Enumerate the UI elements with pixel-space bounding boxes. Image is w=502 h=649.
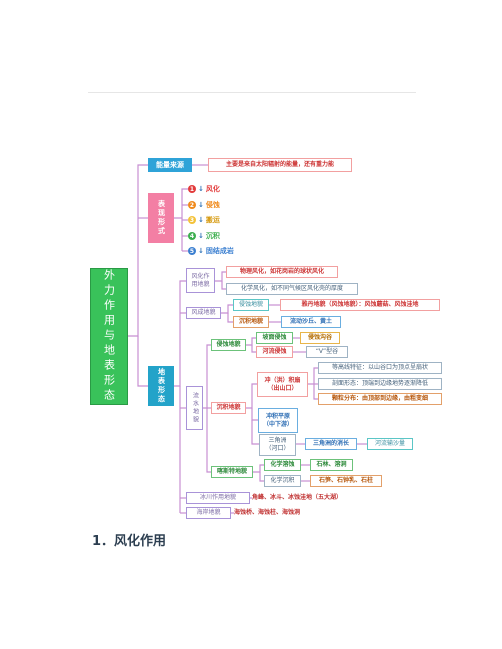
- wind-landform-node: 风成地貌: [186, 307, 221, 319]
- chemical-weathering: 化学风化，如不同气候区风化壳的厚度: [226, 283, 358, 295]
- wind-deposit-desc: 流动沙丘、黄土: [281, 316, 341, 328]
- karst-landform-node: 喀斯特地貌: [211, 466, 253, 478]
- root-topic: 外力作用与地表形态: [90, 268, 128, 405]
- fan-feature-particles: 颗粒分布：由顶部到边缘，由粗变细: [318, 393, 442, 405]
- slope-erosion-desc: 侵蚀沟谷: [300, 332, 340, 344]
- form-label: 沉积: [205, 232, 220, 240]
- slope-erosion-node: 坡面侵蚀: [256, 332, 293, 344]
- top-divider: [88, 92, 416, 93]
- chemical-deposit-node: 化学沉积: [264, 475, 301, 487]
- weathering-landform-node: 风化作用地貌: [186, 268, 215, 293]
- fan-feature-contour: 等高线特征：以山谷口为顶点呈扇状: [318, 362, 442, 374]
- arrow-down-icon: ↓: [198, 201, 204, 209]
- glacier-landform-node: 冰川作用地貌: [186, 492, 250, 504]
- arrow-down-icon: ↓: [198, 216, 204, 224]
- form-item-deposition: 4 ↓ 沉积: [188, 231, 220, 241]
- delta-node: 三角洲（河口）: [259, 434, 296, 456]
- fluvial-deposit-node: 沉积地貌: [211, 402, 246, 414]
- forms-node: 表现形式: [148, 193, 174, 243]
- section-heading: 1．风化作用: [92, 534, 167, 549]
- chemical-dissolution-node: 化学溶蚀: [264, 459, 301, 471]
- form-label: 搬运: [205, 216, 220, 224]
- surface-forms-node: 地表形态: [148, 366, 174, 406]
- number-badge: 2: [188, 201, 196, 209]
- number-badge: 1: [188, 185, 196, 193]
- physical-weathering: 物理风化，如花岗岩的球状风化: [226, 266, 338, 278]
- number-badge: 3: [188, 216, 196, 224]
- alluvial-plain-node: 冲积平原（中下游）: [258, 408, 298, 433]
- form-item-weathering: 1 ↓ 风化: [188, 184, 220, 194]
- arrow-down-icon: ↓: [198, 185, 204, 193]
- arrow-down-icon: ↓: [198, 247, 204, 255]
- coastal-landform-node: 海岸地貌: [186, 507, 231, 519]
- energy-source-node: 能量来源: [148, 158, 192, 172]
- wind-deposit-node: 沉积地貌: [233, 316, 269, 328]
- river-erosion-node: 河流侵蚀: [256, 346, 293, 358]
- delta-sediment-node: 河流输沙量: [367, 438, 413, 450]
- chemical-dissolution-desc: 石林、溶洞: [310, 459, 353, 471]
- form-label: 侵蚀: [205, 201, 220, 209]
- chemical-deposit-desc: 石笋、石钟乳、石柱: [310, 475, 382, 487]
- coastal-landform-desc: 海蚀桥、海蚀柱、海蚀洞: [234, 509, 301, 516]
- fluvial-erosion-node: 侵蚀地貌: [211, 339, 246, 351]
- fluvial-landform-node: 流水地貌: [186, 386, 203, 430]
- number-badge: 4: [188, 232, 196, 240]
- energy-source-desc: 主要是来自太阳辐射的能量，还有重力能: [208, 158, 352, 172]
- form-item-erosion: 2 ↓ 侵蚀: [188, 200, 220, 210]
- alluvial-fan-node: 冲（洪）积扇（出山口）: [257, 372, 308, 397]
- delta-growth-node: 三角洲的消长: [305, 438, 357, 450]
- form-item-transport: 3 ↓ 搬运: [188, 215, 220, 225]
- river-erosion-desc: “V”型谷: [306, 346, 348, 358]
- fan-feature-profile: 剖面形态：顶端到边缘地势逐渐降低: [318, 378, 442, 390]
- number-badge: 5: [188, 247, 196, 255]
- form-item-lithification: 5 ↓ 固结成岩: [188, 246, 234, 256]
- wind-erosion-node: 侵蚀地貌: [233, 299, 269, 311]
- form-label: 风化: [205, 185, 220, 193]
- arrow-down-icon: ↓: [198, 232, 204, 240]
- wind-erosion-desc: 雅丹地貌（风蚀地貌）：风蚀蘑菇、风蚀洼地: [280, 299, 440, 311]
- form-label: 固结成岩: [205, 247, 234, 255]
- glacier-landform-desc: 角峰、冰斗、冰蚀洼地（五大湖）: [252, 494, 343, 501]
